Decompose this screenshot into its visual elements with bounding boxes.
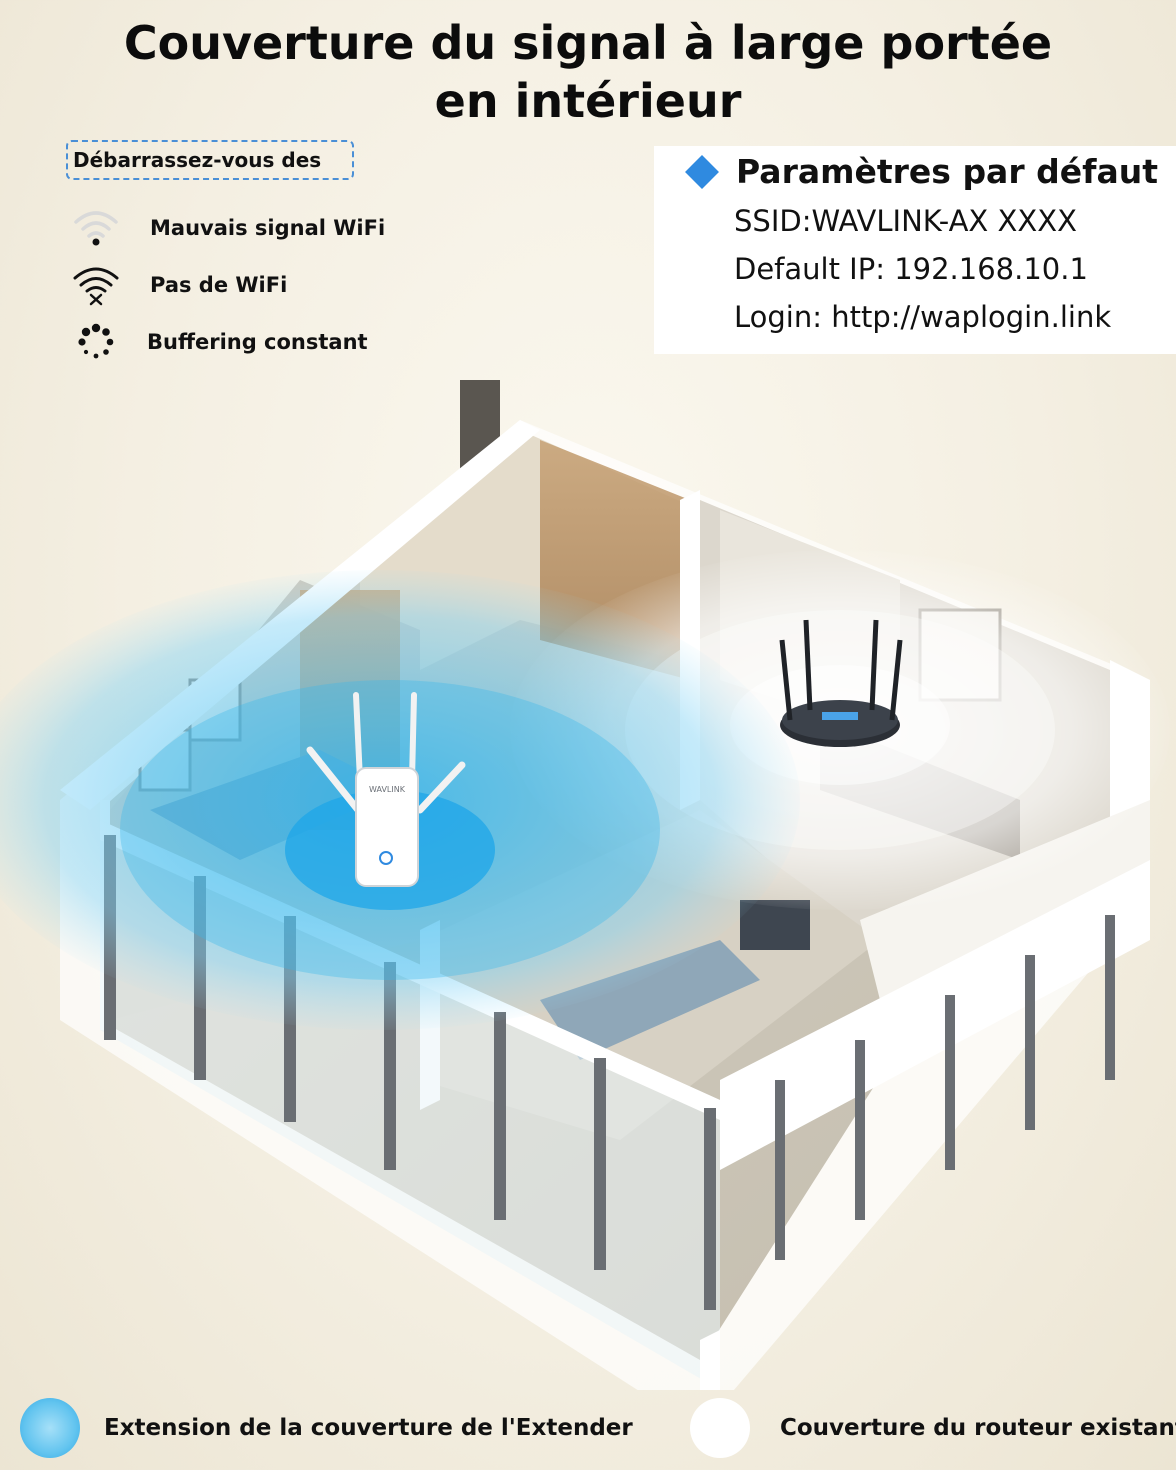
issue-label: Pas de WiFi (150, 273, 288, 297)
default-settings-heading: Paramètres par défaut (684, 152, 1158, 191)
issues-heading: Débarrassez-vous des (66, 140, 354, 180)
legend-extender-label: Extension de la couverture de l'Extender (104, 1415, 633, 1441)
svg-text:WAVLINK: WAVLINK (369, 785, 406, 794)
issue-no-wifi: Pas de WiFi (70, 263, 287, 307)
title-line-2: en intérieur (434, 74, 742, 128)
default-ssid: SSID:WAVLINK-AX XXXX (734, 204, 1077, 238)
legend-extender: Extension de la couverture de l'Extender (20, 1396, 633, 1460)
issue-buffering: Buffering constant (70, 320, 368, 364)
extender-coverage-swatch (20, 1398, 80, 1458)
default-settings-panel: Paramètres par défaut SSID:WAVLINK-AX XX… (654, 146, 1176, 354)
issue-weak-signal: Mauvais signal WiFi (70, 206, 385, 250)
extender-device: WAVLINK (306, 692, 466, 887)
router-device (779, 619, 903, 747)
buffering-icon (70, 320, 122, 364)
title-line-1: Couverture du signal à large portée (123, 16, 1053, 70)
legend-router-label: Couverture du routeur existant (780, 1415, 1176, 1441)
weak-wifi-icon (70, 206, 122, 250)
diamond-bullet-icon (685, 154, 719, 189)
apartment-illustration: WAVLINK (0, 380, 1170, 1390)
legend-router: Couverture du routeur existant (690, 1396, 1176, 1460)
no-wifi-icon (70, 263, 122, 307)
default-ip: Default IP: 192.168.10.1 (734, 252, 1088, 286)
router-coverage-swatch (690, 1398, 750, 1458)
default-login: Login: http://waplogin.link (734, 300, 1112, 334)
issue-label: Mauvais signal WiFi (150, 216, 386, 240)
page-title: Couverture du signal à large portée en i… (0, 14, 1176, 130)
issue-label: Buffering constant (147, 330, 368, 354)
